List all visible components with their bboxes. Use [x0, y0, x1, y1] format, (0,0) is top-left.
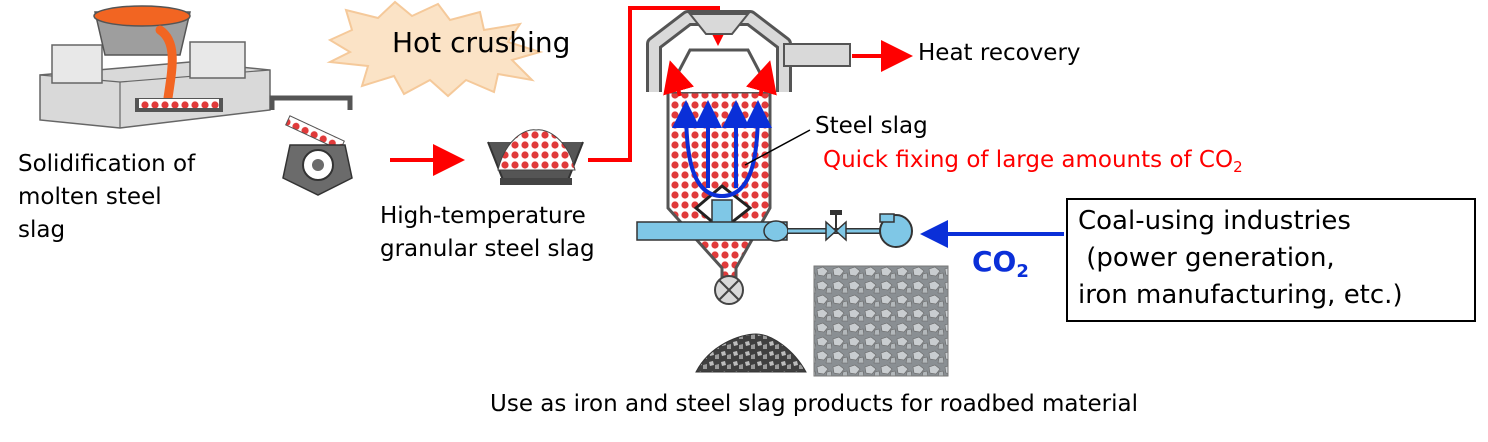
- quick-fixing-text: Quick fixing of large amounts of CO: [823, 147, 1234, 173]
- coal-line-3: iron manufacturing, etc.): [1078, 280, 1403, 310]
- hot-crushing-burst: [326, 0, 544, 98]
- reactor-vessel: [646, 10, 851, 305]
- solidification-line-3: slag: [18, 217, 66, 243]
- gravel-pile: [695, 333, 807, 373]
- quick-fixing-subscript: 2: [1233, 158, 1243, 176]
- granular-slag-label: High-temperature granular steel slag: [380, 200, 595, 266]
- roadbed-stone-photo: [813, 265, 949, 377]
- granular-line-2: granular steel slag: [380, 236, 595, 262]
- coal-industries-box: Coal-using industries (power generation,…: [1066, 198, 1476, 322]
- quick-fixing-label: Quick fixing of large amounts of CO2: [823, 147, 1243, 177]
- heat-recovery-label: Heat recovery: [918, 40, 1081, 66]
- co2-supply-piping: [636, 210, 913, 248]
- solidification-label: Solidification of molten steel slag: [18, 148, 195, 247]
- co2-label: CO2: [972, 245, 1029, 282]
- crusher-illustration: [269, 95, 353, 196]
- steel-slag-label: Steel slag: [815, 113, 928, 139]
- solidification-line-1: Solidification of: [18, 151, 196, 177]
- ladle-cart-illustration: [39, 5, 271, 129]
- solidification-line-2: molten steel: [18, 184, 162, 210]
- granular-line-1: High-temperature: [380, 203, 586, 229]
- arrow-heat-up-left: [663, 60, 694, 97]
- hot-crushing-label: Hot crushing: [392, 26, 571, 59]
- co2-text: CO: [972, 245, 1017, 278]
- arrow-heat-up-right: [746, 60, 777, 97]
- steel-slag-leader: [744, 129, 811, 166]
- coal-line-1: Coal-using industries: [1078, 206, 1351, 236]
- granular-slag-tray: [487, 129, 584, 185]
- roadbed-use-label: Use as iron and steel slag products for …: [490, 391, 1138, 417]
- co2-flow-in-reactor: [672, 100, 772, 198]
- coal-line-2: (power generation,: [1078, 243, 1335, 273]
- co2-subscript: 2: [1016, 261, 1029, 282]
